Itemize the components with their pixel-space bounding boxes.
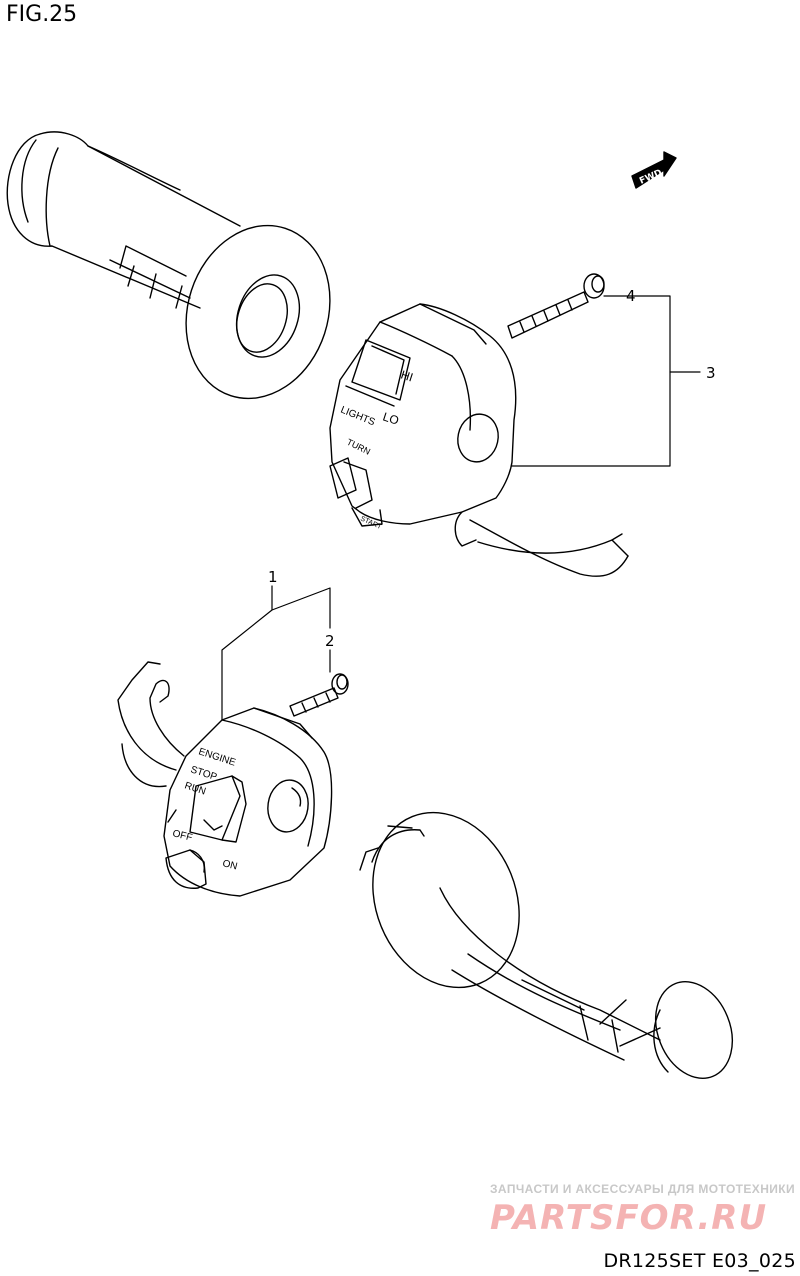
screw-part-4 bbox=[507, 273, 605, 339]
forward-direction-badge: FWD bbox=[631, 151, 677, 189]
screw-part-2 bbox=[289, 673, 349, 717]
watermark-logo: PARTSFOR.RU bbox=[490, 1198, 768, 1238]
hi-label: HI bbox=[399, 368, 415, 385]
right-handlebar-switch: HI LO LIGHTS TURN START bbox=[329, 303, 629, 577]
lights-label: LIGHTS bbox=[339, 405, 377, 429]
callout-1: 1 bbox=[268, 568, 278, 586]
lo-label: LO bbox=[381, 410, 401, 428]
engine-label: ENGINE bbox=[197, 746, 237, 768]
callout-bracket-3-4 bbox=[511, 295, 701, 467]
callout-3: 3 bbox=[706, 364, 716, 382]
callout-4: 4 bbox=[626, 287, 636, 305]
turn-label: TURN bbox=[345, 437, 372, 457]
right-hand-grip bbox=[359, 811, 733, 1079]
on-label: ON bbox=[221, 858, 238, 872]
left-hand-grip bbox=[6, 131, 331, 400]
off-label: OFF bbox=[171, 828, 193, 844]
figure-code: DR125SET E03_025 bbox=[603, 1250, 796, 1272]
watermark-tagline: ЗАПЧАСТИ И АКСЕССУАРЫ ДЛЯ МОТОТЕХНИКИ bbox=[490, 1182, 796, 1196]
figure-title: FIG.25 bbox=[6, 2, 78, 27]
callout-2: 2 bbox=[325, 632, 335, 650]
left-handlebar-switch: ENGINE STOP RUN OFF ON bbox=[117, 661, 333, 897]
callout-bracket-1-2 bbox=[221, 585, 331, 721]
